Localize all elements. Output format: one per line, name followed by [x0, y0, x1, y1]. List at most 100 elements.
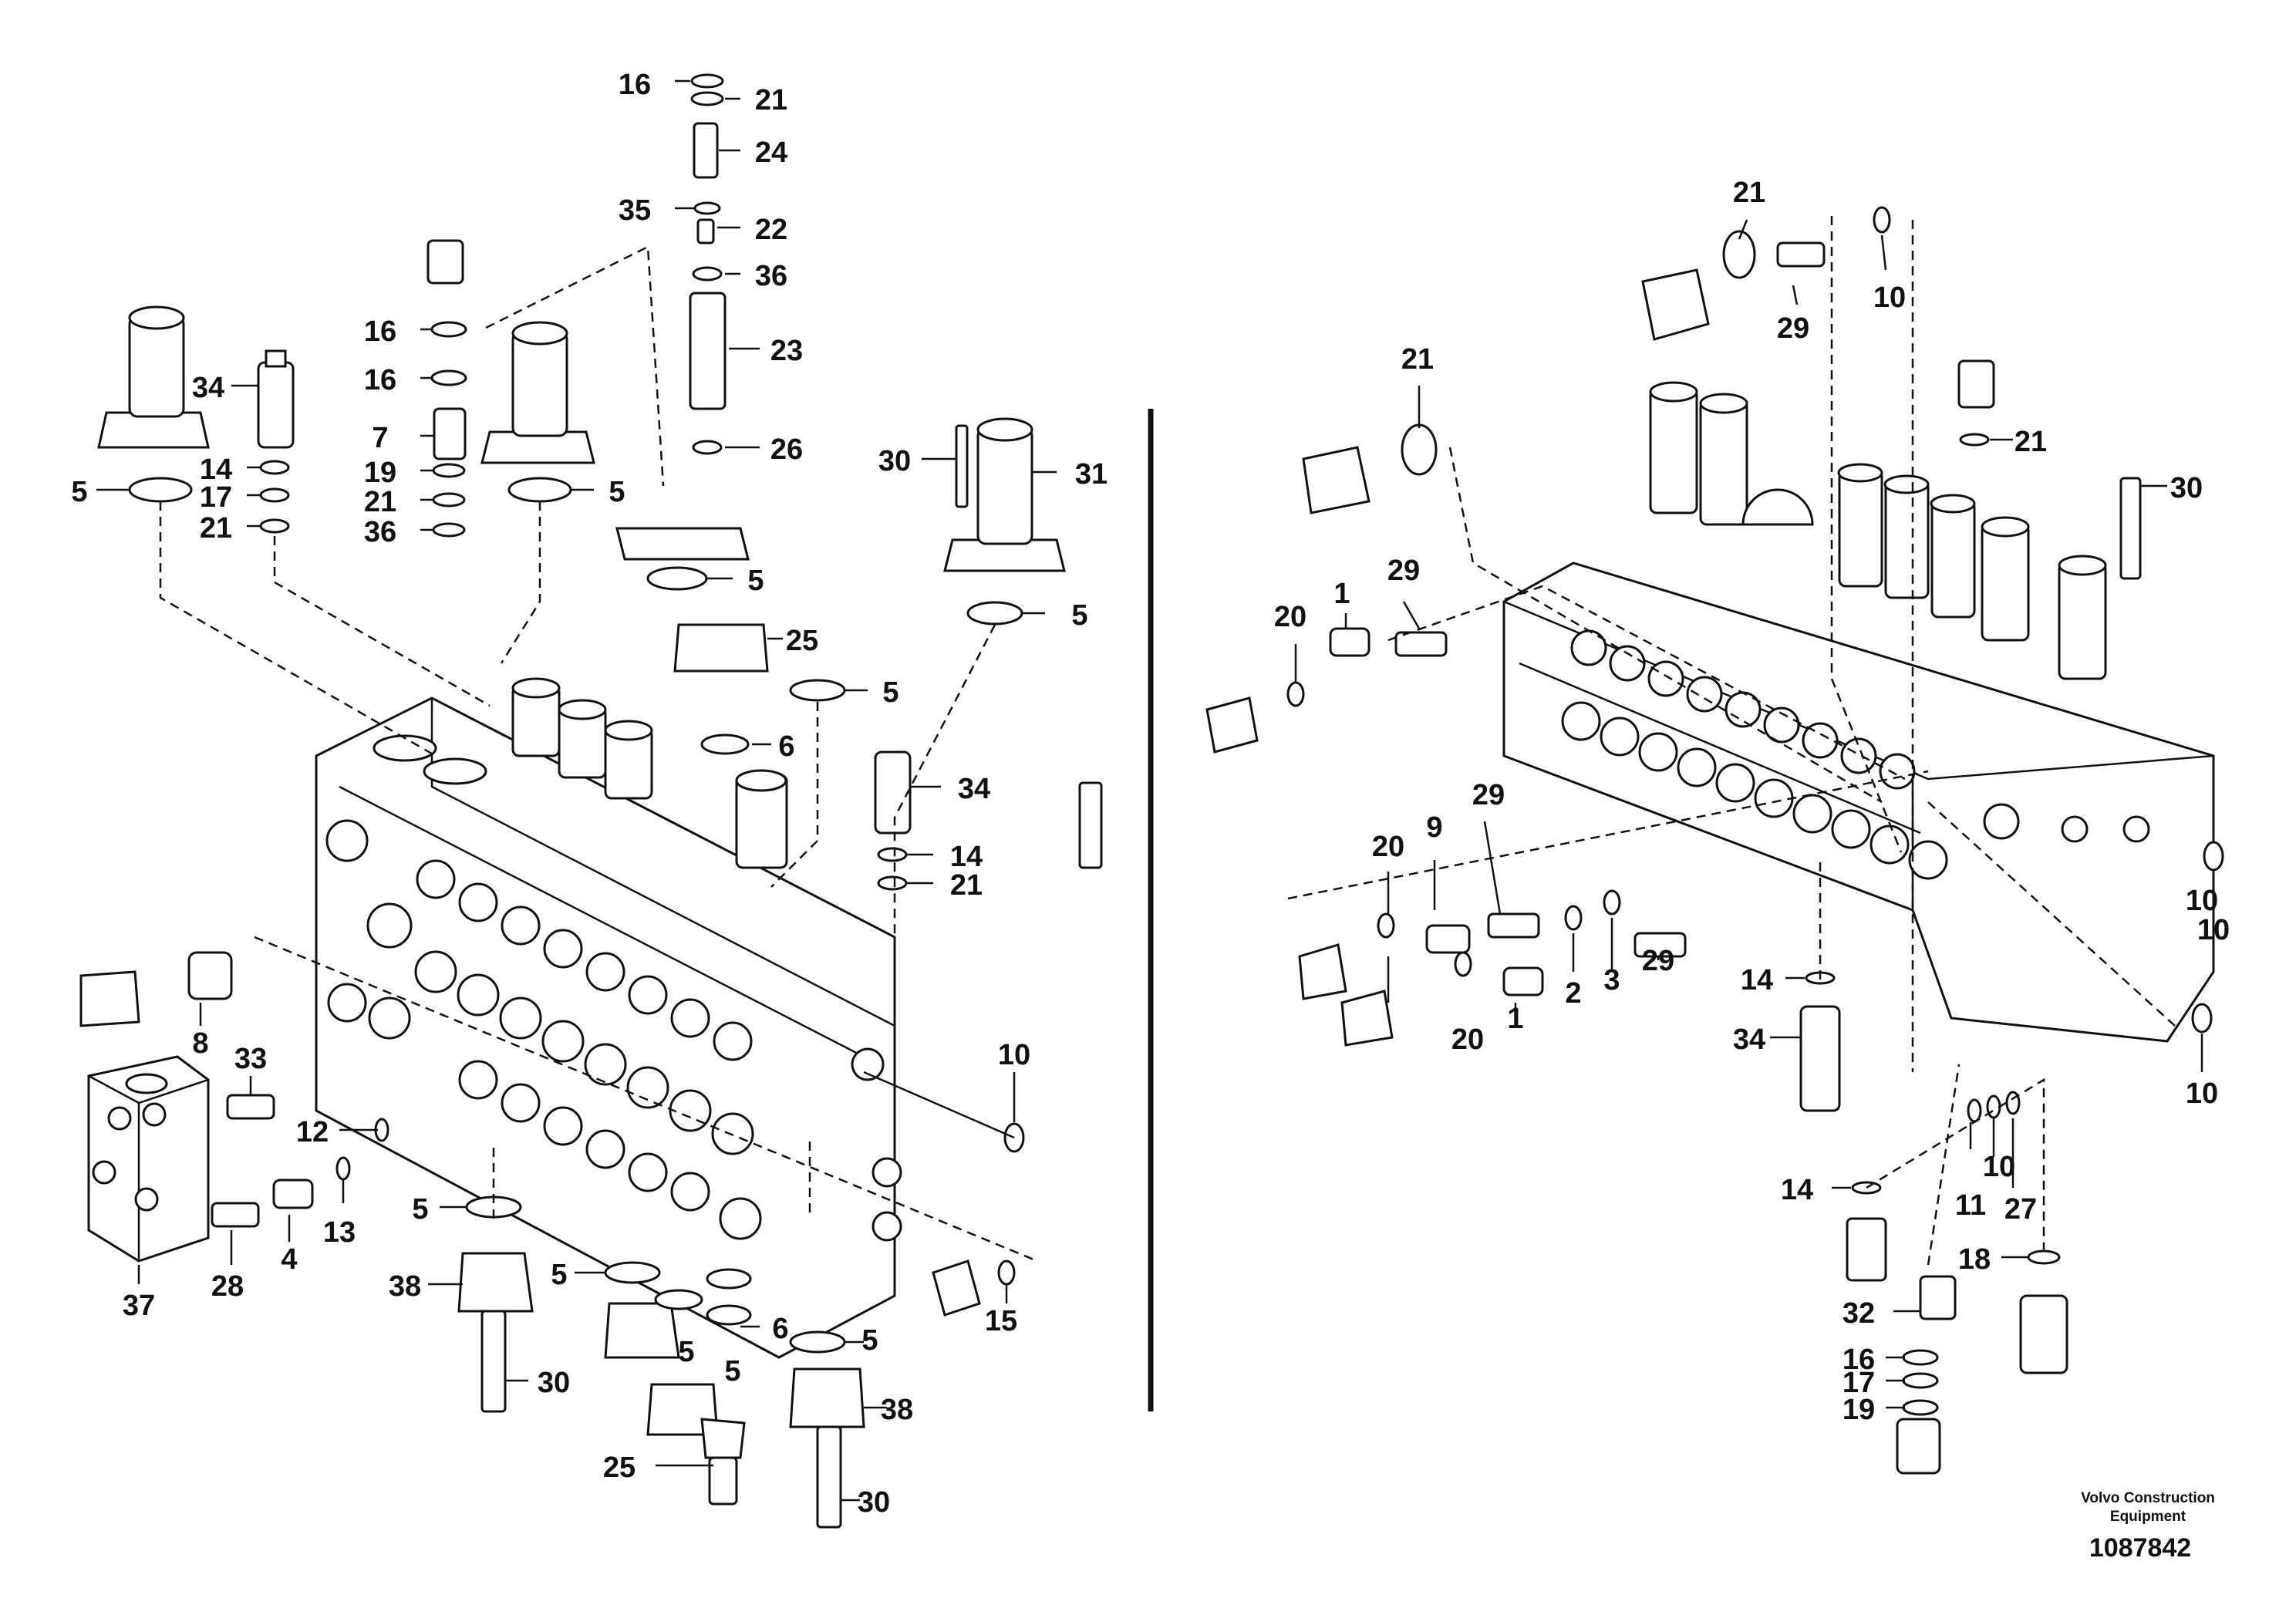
callout: 3 [1603, 964, 1620, 996]
callout: 5 [861, 1324, 878, 1357]
left-block-top-caps [373, 677, 788, 869]
callout: 6 [778, 730, 794, 763]
callout: 21 [950, 869, 983, 902]
callout: 5 [609, 476, 625, 508]
callout: 30 [2170, 472, 2203, 504]
callout: 5 [71, 476, 87, 508]
callout: 29 [1642, 945, 1674, 977]
callout: 14 [950, 841, 983, 873]
right-block-top-caps [1649, 381, 2107, 680]
callout: 29 [1472, 779, 1505, 811]
callout: 21 [755, 84, 787, 116]
callout: 16 [364, 364, 396, 396]
callout: 10 [2186, 1077, 2218, 1110]
callout: 24 [755, 137, 787, 169]
callout: 19 [1843, 1394, 1875, 1426]
callout: 30 [538, 1367, 570, 1399]
left-upper-components [97, 122, 1103, 869]
company-line-1: Volvo Construction [2081, 1490, 2215, 1506]
callout: 36 [364, 516, 396, 548]
callout: 29 [1387, 555, 1420, 587]
callout: 21 [364, 486, 396, 518]
callout: 34 [192, 372, 224, 404]
callout: 20 [1372, 831, 1404, 863]
callout: 21 [200, 512, 232, 545]
callout: 10 [1983, 1151, 2015, 1183]
callout: 7 [372, 422, 388, 454]
right-valve-block [1502, 381, 2215, 1043]
callout: 14 [1741, 964, 1773, 996]
callout: 36 [755, 260, 787, 292]
callout: 22 [755, 214, 787, 246]
callout: 35 [619, 194, 651, 227]
callout: 38 [881, 1394, 913, 1426]
callout: 10 [998, 1039, 1030, 1071]
callout: 18 [1958, 1243, 1991, 1276]
callout: 25 [786, 625, 818, 657]
callout: 34 [958, 773, 990, 805]
callout: 38 [389, 1270, 421, 1303]
callout: 1 [1507, 1003, 1523, 1035]
callout: 5 [747, 565, 764, 597]
callout: 16 [619, 69, 651, 101]
callout: 5 [678, 1336, 694, 1368]
callout: 31 [1075, 458, 1108, 491]
callout: 5 [1071, 599, 1087, 632]
callout: 28 [211, 1270, 244, 1303]
callout: 14 [1781, 1174, 1813, 1206]
right-leaders [1294, 219, 2215, 1409]
callout: 34 [1733, 1023, 1765, 1056]
right-assembly-lines [1287, 216, 2176, 1266]
callout: 2 [1565, 977, 1581, 1010]
callout: 15 [985, 1305, 1017, 1337]
company-line-2: Equipment [2110, 1509, 2186, 1525]
left-assembly-lines [159, 245, 1038, 1263]
callout: 32 [1843, 1297, 1875, 1330]
callout: 29 [1777, 312, 1809, 345]
callout: 5 [882, 676, 899, 709]
callout: 20 [1274, 601, 1306, 633]
right-block-ports [1561, 629, 2150, 880]
callout: 5 [412, 1193, 428, 1226]
callout: 4 [281, 1243, 297, 1276]
right-components [1205, 241, 2142, 1475]
callout: 9 [1426, 811, 1442, 844]
left-view-callouts: 16 21 24 35 22 36 23 26 16 16 7 19 21 36… [71, 69, 1108, 1519]
callout: 10 [2197, 914, 2230, 946]
left-valve-block [315, 677, 902, 1359]
callout: 26 [770, 433, 803, 466]
callout: 23 [770, 335, 803, 367]
callout: 10 [1873, 282, 1906, 314]
footer-credit: Volvo Construction Equipment 1087842 [2081, 1490, 2215, 1563]
callout: 17 [200, 481, 232, 514]
callout: 8 [192, 1027, 208, 1060]
callout: 16 [1843, 1344, 1875, 1376]
figure-number: 1087842 [2089, 1533, 2191, 1563]
callout: 11 [1955, 1189, 1986, 1222]
callout: 27 [2004, 1193, 2037, 1226]
left-block-ports [325, 819, 902, 1242]
callout: 20 [1451, 1023, 1484, 1056]
callout: 1 [1333, 578, 1350, 610]
callout: 30 [858, 1486, 890, 1519]
callout: 6 [772, 1313, 788, 1345]
callout: 21 [1733, 177, 1765, 209]
callout: 10 [2186, 885, 2218, 917]
callout: 30 [878, 445, 911, 477]
callout: 14 [200, 454, 232, 486]
callout: 13 [323, 1216, 356, 1249]
callout: 19 [364, 457, 396, 489]
callout: 5 [551, 1259, 567, 1291]
left-leaders [96, 79, 1057, 1502]
callout: 33 [234, 1043, 267, 1075]
callout: 21 [2014, 426, 2047, 458]
right-view-callouts: 21 29 10 21 21 30 29 20 1 20 9 29 20 1 2… [1274, 177, 2230, 1426]
callout: 16 [364, 315, 396, 348]
left-lower-components [79, 951, 1025, 1529]
callout: 37 [123, 1290, 155, 1322]
left-o-rings [128, 73, 1023, 891]
callout: 5 [724, 1355, 740, 1388]
callout: 25 [603, 1452, 636, 1484]
callout: 21 [1401, 343, 1434, 376]
